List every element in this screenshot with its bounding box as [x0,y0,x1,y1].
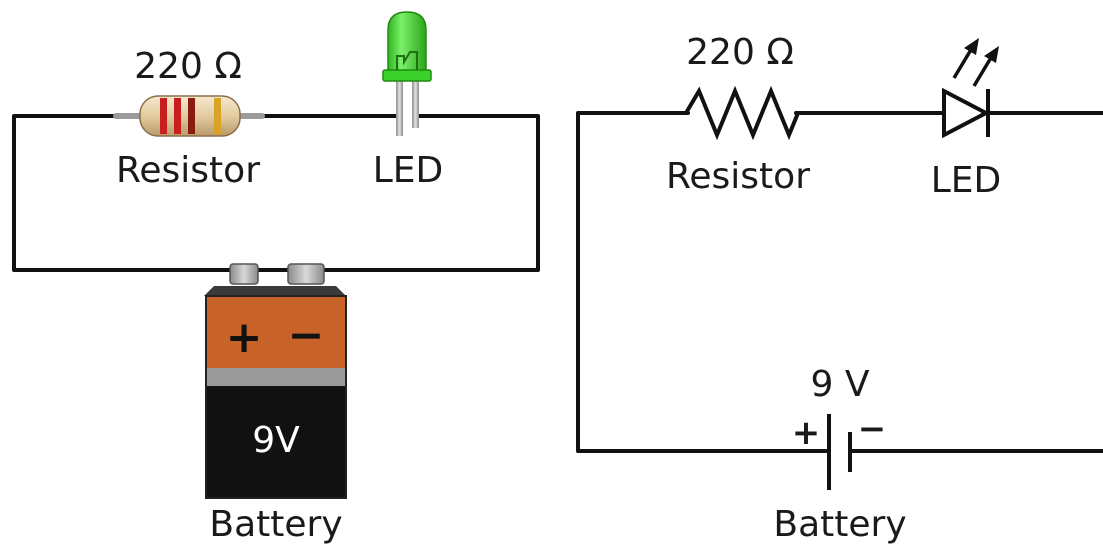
resistor-band-1 [160,98,167,134]
pictorial-led-label: LED [373,150,444,191]
schematic-resistor-value: 220 Ω [686,32,794,73]
schematic-wire-loop [576,111,828,453]
diode-triangle [942,87,991,139]
schematic-circuit: 220 Ω Resistor LED 9 V + − Battery [576,32,1103,545]
pictorial-resistor-label: Resistor [116,150,260,191]
schematic-battery-plus: + [792,413,821,453]
led-leg-left [396,80,403,136]
resistor-band-2 [174,98,181,134]
led-leg-right [412,80,419,128]
pictorial-resistor-value: 220 Ω [134,46,242,87]
battery-terminal-positive [229,263,259,285]
led-component [382,11,432,136]
battery-black-section [206,386,346,498]
battery-9v-component [204,263,347,499]
battery-plus-sign: + [226,312,263,363]
schematic-battery-voltage: 9 V [811,364,870,405]
battery-terminal-negative [287,263,325,285]
schematic-resistor-label: Resistor [666,156,810,197]
battery-outline [205,295,347,499]
schematic-battery-symbol [827,414,852,490]
schematic-led-label: LED [931,160,1002,201]
led-dome [387,11,427,75]
led-die [396,51,418,70]
schematic-resistor-symbol [684,85,800,141]
battery-minus-sign: − [288,310,325,361]
battery-orange-section [206,296,346,368]
battery-gray-band [206,368,346,386]
schematic-led-symbol [942,38,999,139]
schematic-battery-minus: − [858,409,887,449]
schematic-battery-label: Battery [773,504,906,545]
pictorial-wire-loop [12,114,540,272]
pictorial-circuit: 220 Ω Resistor LED + − 9V Battery [12,11,540,545]
light-emission-arrows-icon [952,38,999,87]
battery-voltage-label: 9V [252,420,300,461]
led-rim [382,69,432,82]
pictorial-battery-label: Battery [209,504,342,545]
resistor-band-4 [214,98,221,134]
resistor-component [113,95,265,137]
battery-top-cap [204,286,346,296]
resistor-band-3 [188,98,195,134]
